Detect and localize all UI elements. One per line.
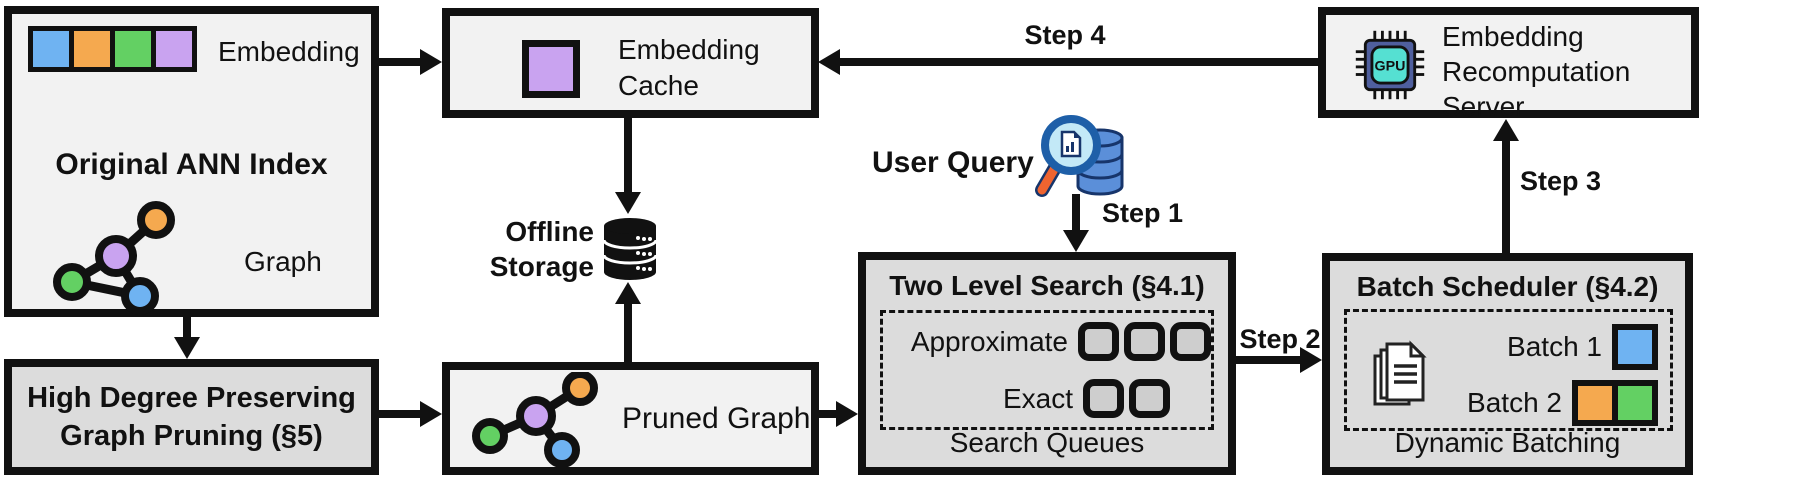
exact-queues <box>1083 379 1170 418</box>
ann-index-title: Original ANN Index <box>55 148 328 181</box>
graph-pruning-title-line2: Graph Pruning (§5) <box>60 420 323 452</box>
batch1-squares <box>1612 324 1658 370</box>
step3-label: Step 3 <box>1520 166 1602 196</box>
search-queues-label: Search Queues <box>949 427 1145 458</box>
offline-storage-label-line2: Storage <box>489 251 594 282</box>
pruned-graph-icon <box>472 372 598 467</box>
graph-icon <box>53 201 175 315</box>
gpu-icon: GPU <box>1355 30 1425 100</box>
embedding-cache-label-line1: Embedding <box>618 34 760 65</box>
batch-scheduler-title: Batch Scheduler (§4.2) <box>1356 271 1659 302</box>
recomputation-server-box: GPU Embedding Recomputation Server <box>1318 7 1699 122</box>
user-query-icon <box>1035 115 1124 197</box>
batch2-label: Batch 2 <box>1467 387 1562 418</box>
approximate-queues <box>1078 322 1211 361</box>
embedding-square-purple <box>156 31 192 67</box>
documents-icon <box>1373 340 1427 406</box>
graph-label: Graph <box>244 246 322 277</box>
step1-label: Step 1 <box>1102 198 1184 228</box>
embedding-cache-box: Embedding Cache <box>442 8 819 118</box>
cached-embedding-square-icon <box>522 40 580 98</box>
batch2-square-green <box>1618 386 1652 420</box>
dynamic-batching-region: Batch 1 Batch 2 <box>1344 309 1673 431</box>
gpu-icon-label: GPU <box>1375 59 1406 75</box>
step4-label: Step 4 <box>1024 20 1106 50</box>
exact-label: Exact <box>1002 382 1073 414</box>
approximate-label: Approximate <box>910 325 1068 357</box>
queue-slot <box>1124 322 1165 361</box>
batch2-square-orange <box>1578 386 1612 420</box>
queue-slot <box>1083 379 1124 418</box>
queue-slot <box>1170 322 1211 361</box>
queue-slot <box>1129 379 1170 418</box>
search-queues-region: Approximate Exact <box>880 310 1214 430</box>
server-label-line2: Recomputation <box>1442 56 1631 87</box>
batch1-square-blue <box>1618 330 1652 364</box>
original-ann-index-box: Embedding Original ANN Index Graph <box>4 6 379 317</box>
embedding-cache-label-line2: Cache <box>618 70 699 101</box>
step2-label: Step 2 <box>1239 324 1321 354</box>
graph-pruning-title-line1: High Degree Preserving <box>27 382 356 414</box>
queue-slot <box>1078 322 1119 361</box>
graph-pruning-box: High Degree Preserving Graph Pruning (§5… <box>4 359 379 475</box>
offline-storage-label-line1: Offline <box>505 216 594 247</box>
two-level-search-title: Two Level Search (§4.1) <box>889 270 1205 301</box>
embedding-vector-icon <box>28 26 197 72</box>
dynamic-batching-label: Dynamic Batching <box>1394 427 1621 458</box>
server-label-line1: Embedding <box>1442 21 1584 52</box>
embedding-label: Embedding <box>218 36 360 67</box>
embedding-square-orange <box>74 31 110 67</box>
batch1-label: Batch 1 <box>1507 331 1602 362</box>
embedding-square-green <box>115 31 151 67</box>
user-query-label: User Query <box>872 146 1034 179</box>
pruned-graph-label: Pruned Graph <box>622 401 811 435</box>
database-icon <box>602 218 658 280</box>
pruned-graph-box: Pruned Graph <box>442 362 819 475</box>
server-label-line3: Server <box>1442 91 1525 122</box>
two-level-search-box: Two Level Search (§4.1) Approximate Exac… <box>858 252 1236 475</box>
embedding-square-blue <box>33 31 69 67</box>
batch-scheduler-box: Batch Scheduler (§4.2) Batch 1 <box>1322 253 1693 475</box>
batch2-squares <box>1572 380 1658 426</box>
